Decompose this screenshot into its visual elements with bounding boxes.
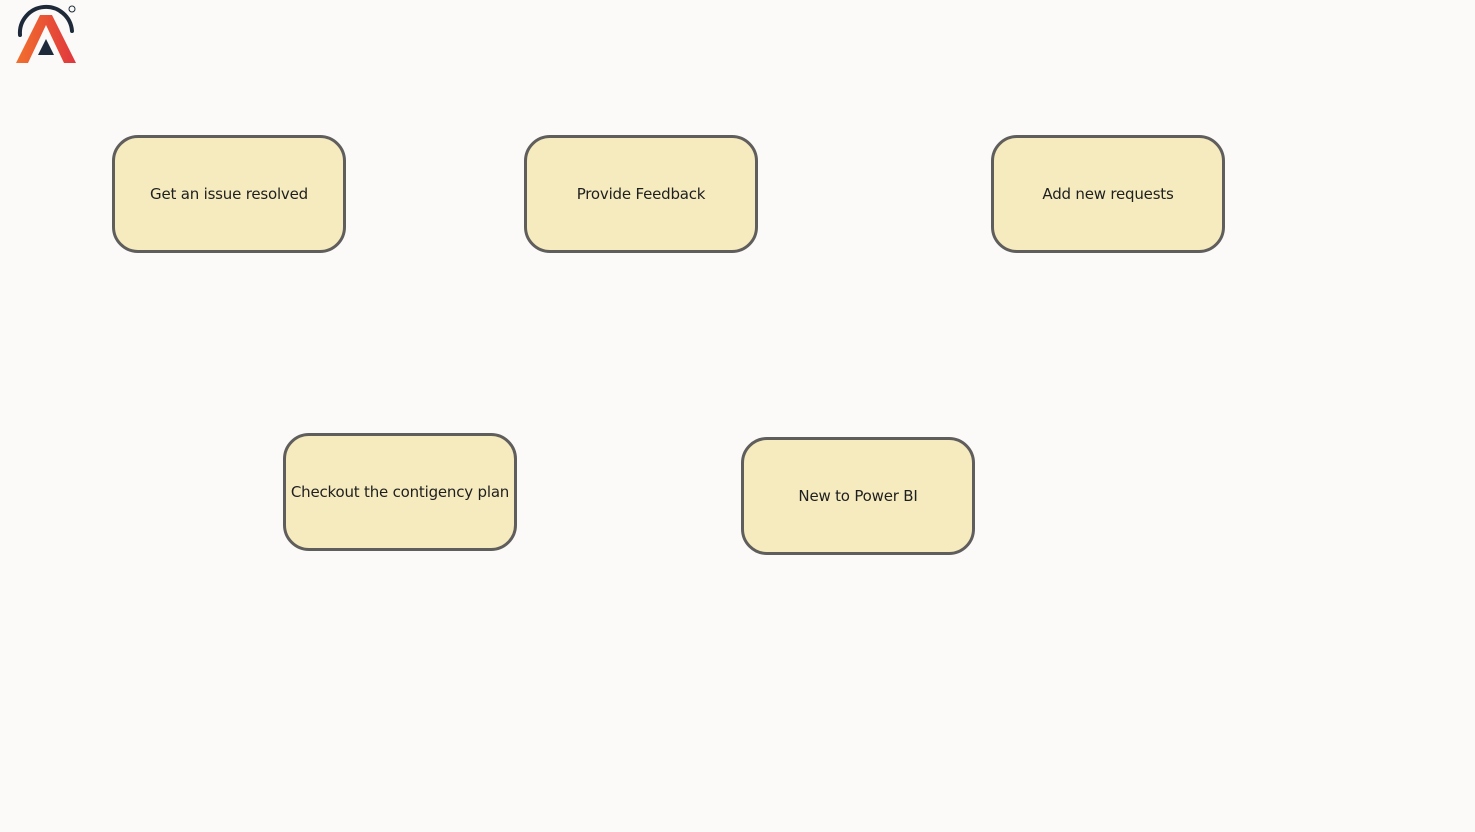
tile-get-an-issue-resolved[interactable]: Get an issue resolved	[112, 135, 346, 253]
tile-add-new-requests[interactable]: Add new requests	[991, 135, 1225, 253]
tile-label: Add new requests	[1042, 185, 1174, 203]
company-logo	[14, 3, 80, 67]
tile-label: Get an issue resolved	[150, 185, 308, 203]
company-logo-icon	[16, 5, 76, 63]
tile-label: Provide Feedback	[576, 185, 706, 203]
tile-provide-feedback[interactable]: Provide Feedback	[524, 135, 758, 253]
tile-label: New to Power BI	[798, 487, 918, 505]
tile-new-to-power-bi[interactable]: New to Power BI	[741, 437, 975, 555]
tile-label: Checkout the contigency plan	[290, 483, 510, 501]
tile-checkout-contingency-plan[interactable]: Checkout the contigency plan	[283, 433, 517, 551]
